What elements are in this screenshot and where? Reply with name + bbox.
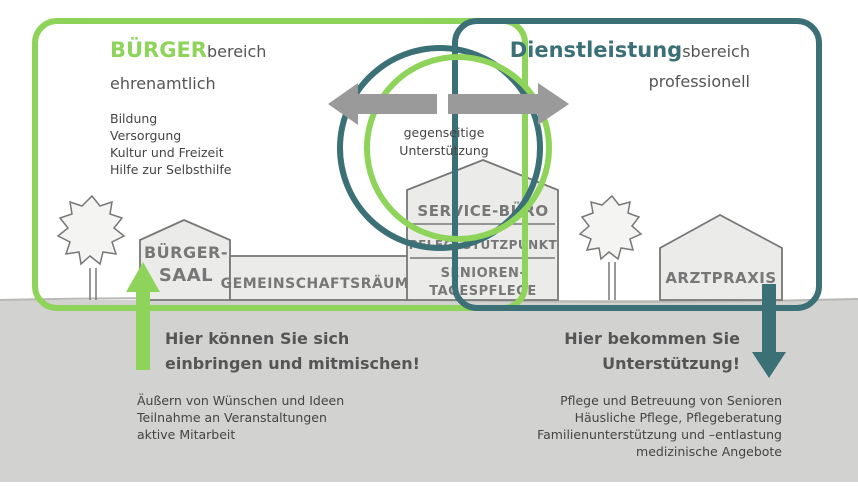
building-gemeinschaftsraeume: GEMEINSCHAFTSRÄUME: [221, 255, 420, 301]
building-arztpraxis: ARZTPRAXIS: [659, 213, 783, 301]
list-item: Hilfe zur Selbsthilfe: [110, 162, 232, 177]
arrow-left-gray: [328, 83, 437, 125]
bottom-right-heading: Hier bekommen Sie Unterstützung!: [564, 326, 740, 376]
arrow-up-green: [126, 262, 160, 370]
dienstleistungsbereich-subtitle: professionell: [648, 72, 750, 91]
arztpraxis-label: ARZTPRAXIS: [665, 269, 776, 287]
gemeinschaftsraeume-label: GEMEINSCHAFTSRÄUME: [221, 275, 420, 292]
building-buergersaal: BÜRGER- SAAL: [139, 219, 231, 301]
list-item: Kultur und Freizeit: [110, 145, 224, 160]
list-item: medizinische Angebote: [636, 444, 782, 459]
dienstleistungsbereich-title-rest: sbereich: [682, 42, 750, 61]
buergerbereich-subtitle: ehrenamtlich: [110, 74, 216, 93]
tree-left: [56, 194, 126, 300]
bottom-right-heading-line1: Hier bekommen Sie: [564, 329, 740, 348]
center-label-line2: Unterstützung: [399, 143, 489, 158]
buergerbereich-list: Bildung Versorgung Kultur und Freizeit H…: [110, 110, 231, 178]
list-item: Pflege und Betreuung von Senioren: [560, 393, 782, 408]
list-item: aktive Mitarbeit: [137, 427, 236, 442]
buergerbereich-title-rest: bereich: [206, 42, 267, 61]
gegenseitige-unterstuetzung-label: gegenseitige Unterstützung: [384, 124, 504, 160]
bottom-right-list: Pflege und Betreuung von Senioren Häusli…: [537, 392, 782, 460]
tree-middle: [578, 194, 643, 300]
list-item: Äußern von Wünschen und Ideen: [137, 393, 345, 408]
overlap-circle-green: [364, 54, 552, 242]
dienstleistungsbereich-frame: [452, 18, 822, 311]
building-service-center: SERVICE-BÜRO PFLEGESTÜTZPUNKT SENIOREN- …: [406, 159, 559, 301]
buergerbereich-frame: [32, 18, 528, 311]
buergerbereich-title-strong: BÜRGER: [110, 38, 207, 62]
list-item: Häusliche Pflege, Pflegeberatung: [574, 410, 782, 425]
overlap-circle-teal: [337, 45, 543, 251]
list-item: Teilnahme an Veranstaltungen: [137, 410, 327, 425]
center-label-line1: gegenseitige: [403, 125, 485, 140]
bottom-right-heading-line2: Unterstützung!: [602, 354, 740, 373]
arrow-right-gray: [448, 83, 569, 125]
list-item: Versorgung: [110, 128, 182, 143]
dienstleistungsbereich-title-strong: Dienstleistung: [509, 38, 683, 62]
bottom-left-list: Äußern von Wünschen und Ideen Teilnahme …: [137, 392, 344, 443]
bottom-left-heading-line2: einbringen und mitmischen!: [165, 354, 420, 373]
bottom-left-heading: Hier können Sie sich einbringen und mitm…: [165, 326, 420, 376]
buergersaal-label-2: SAAL: [159, 265, 213, 286]
list-item: Bildung: [110, 111, 158, 126]
dienstleistungsbereich-title: Dienstleistungsbereich: [510, 38, 750, 62]
senioren-label-1: SENIOREN-: [441, 266, 526, 281]
bottom-left-heading-line1: Hier können Sie sich: [165, 329, 350, 348]
buergerbereich-title: BÜRGERbereich: [110, 38, 266, 62]
list-item: Familienunterstützung und –entlastung: [537, 427, 782, 442]
arrow-down-teal: [752, 284, 786, 378]
buergersaal-label-1: BÜRGER-: [144, 243, 228, 262]
